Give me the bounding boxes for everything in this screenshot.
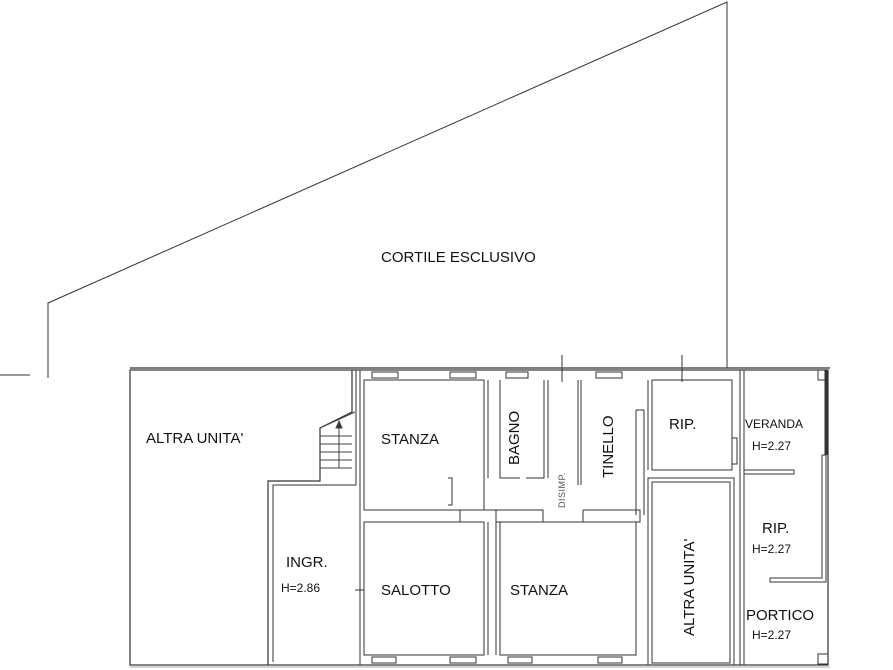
room-label-rip-right: RIP. [762, 520, 790, 537]
courtyard-label: CORTILE ESCLUSIVO [381, 249, 536, 266]
room-label-salotto: SALOTTO [381, 582, 451, 599]
room-label-altra-unita-left: ALTRA UNITA' [146, 430, 244, 447]
room-label-stanza-bottom: STANZA [510, 582, 569, 599]
room-height-rip-right: H=2.27 [752, 542, 792, 556]
room-label-altra-unita-right: ALTRA UNITA' [681, 538, 698, 636]
room-label-tinello: TINELLO [600, 415, 617, 478]
room-height-portico: H=2.27 [752, 628, 792, 642]
room-label-disimp: DISIMP. [557, 472, 567, 508]
room-label-bagno: BAGNO [506, 410, 523, 465]
room-label-portico: PORTICO [746, 607, 815, 624]
room-label-rip-top: RIP. [669, 416, 697, 433]
room-label-stanza-top: STANZA [381, 431, 440, 448]
room-height-ingr: H=2.86 [281, 581, 321, 595]
room-height-veranda: H=2.27 [752, 439, 792, 453]
courtyard-outline [47, 1, 728, 378]
room-label-veranda: VERANDA [745, 417, 804, 431]
room-label-ingr: INGR. [286, 554, 328, 571]
